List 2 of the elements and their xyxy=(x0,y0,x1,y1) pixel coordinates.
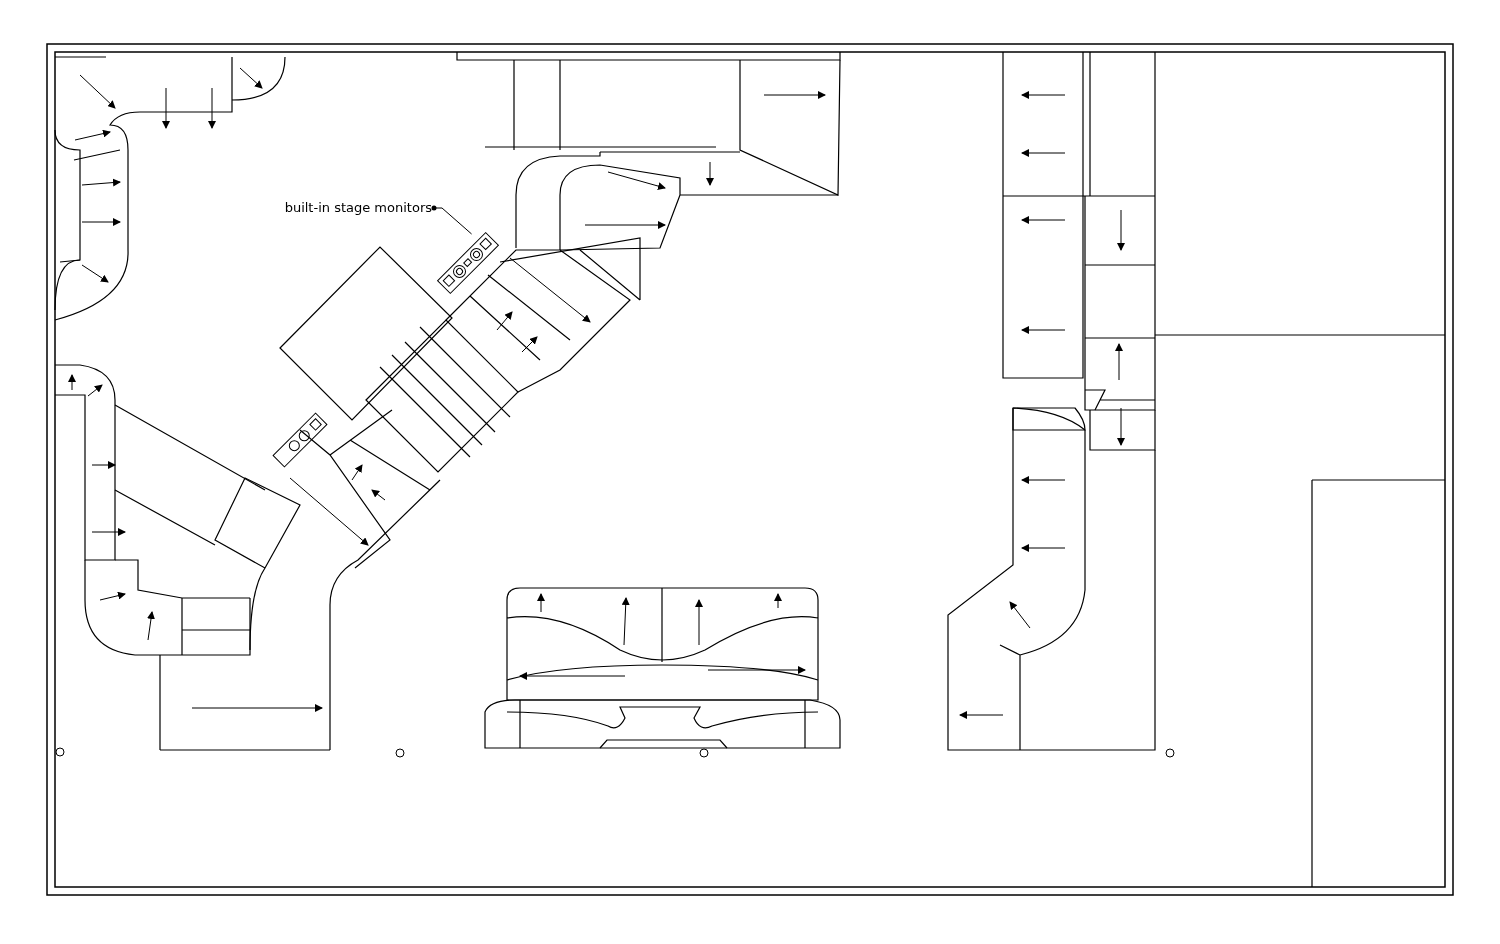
leader-line xyxy=(431,205,473,235)
callout-label: built-in stage monitors xyxy=(284,199,432,218)
